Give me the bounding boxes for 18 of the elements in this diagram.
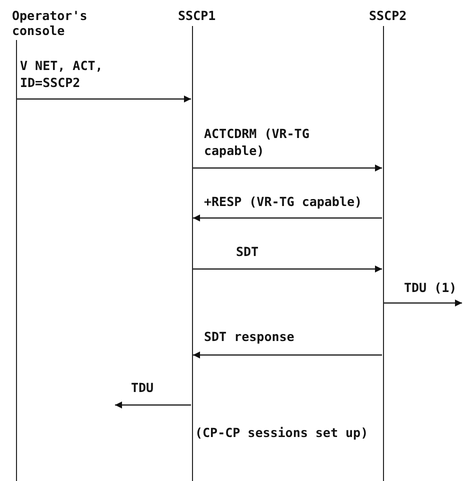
message-arrow [115, 402, 191, 408]
message-arrow [193, 214, 382, 222]
message-label: SDT [236, 243, 260, 260]
message-label: +RESP (VR-TG capable) [204, 193, 364, 210]
participant-name: SSCP2 [369, 8, 408, 23]
message-arrow [193, 164, 382, 172]
message-arrow [193, 352, 382, 358]
message-label: SDT response [204, 328, 296, 345]
participant-name: SSCP1 [178, 8, 217, 23]
message-label: V NET, ACT, ID=SSCP2 [20, 57, 104, 91]
note-text: (CP-CP sessions set up) [195, 424, 370, 441]
message-arrow [17, 96, 191, 102]
message-label: TDU (1) [404, 279, 458, 296]
message-label: TDU [131, 379, 155, 396]
participant-name: Operator's console [12, 8, 88, 38]
message-label: ACTCDRM (VR-TG capable) [204, 125, 310, 159]
message-arrow [193, 266, 382, 272]
message-arrow [384, 300, 462, 306]
